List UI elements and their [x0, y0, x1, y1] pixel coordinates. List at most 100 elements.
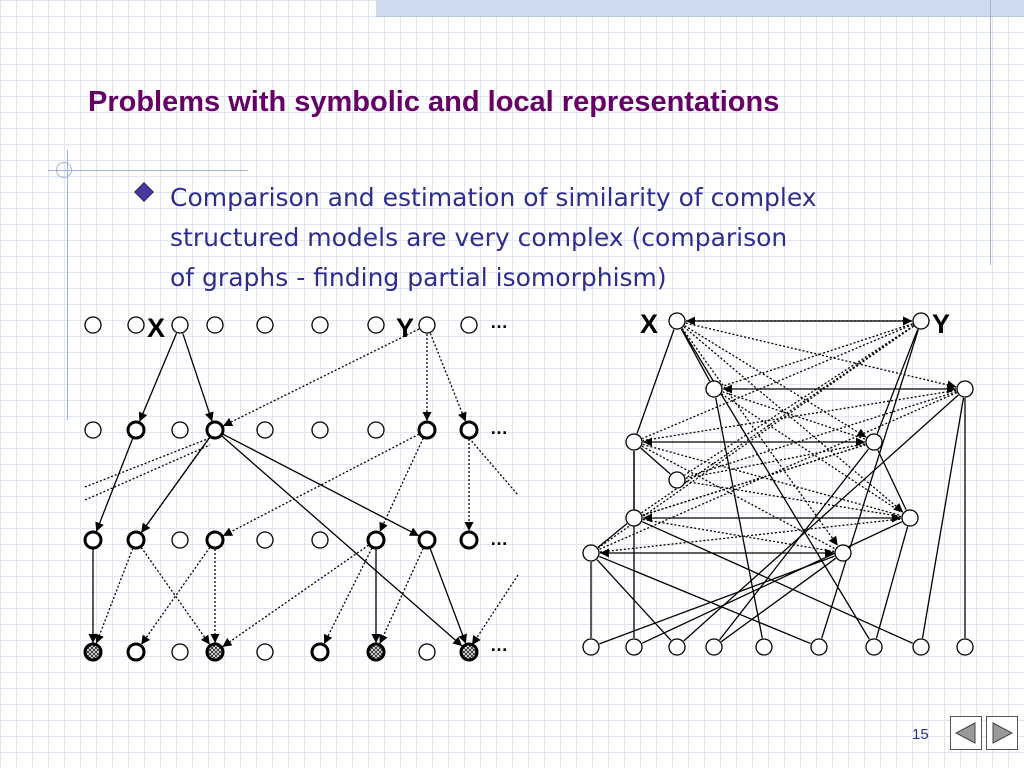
left-node	[171, 421, 189, 439]
left-node	[256, 421, 274, 439]
graph-edge	[599, 518, 902, 553]
right-graph-edges	[590, 316, 966, 645]
right-node	[668, 471, 686, 489]
graph-edge	[379, 437, 424, 533]
graph-edge	[641, 521, 914, 644]
graph-edge	[140, 436, 211, 534]
previous-slide-button[interactable]	[950, 716, 982, 750]
graph-edge	[429, 548, 467, 644]
left-node	[83, 530, 103, 550]
graph-edge	[641, 445, 836, 550]
bullet-text: Comparison and estimation of similarity …	[170, 183, 817, 292]
graph-edge	[471, 574, 519, 646]
left-network-nodes	[83, 316, 479, 662]
right-node	[865, 433, 883, 451]
left-node	[460, 316, 478, 334]
right-node	[755, 638, 773, 656]
left-node	[418, 643, 436, 661]
graph-edge	[719, 448, 869, 641]
ellipsis-row-4: …	[490, 635, 508, 655]
left-node	[171, 531, 189, 549]
left-node	[366, 530, 386, 550]
left-node	[127, 316, 145, 334]
left-node	[205, 642, 225, 662]
left-node	[256, 316, 274, 334]
page-number: 15	[912, 726, 929, 743]
graph-edge	[222, 433, 420, 537]
ellipsis-row-1: …	[490, 312, 508, 332]
decorative-line	[67, 150, 68, 420]
graph-edge	[636, 329, 675, 434]
graph-edge	[323, 547, 373, 645]
right-node	[625, 638, 643, 656]
graph-edge	[642, 443, 902, 517]
graph-edge	[680, 328, 711, 382]
left-node	[205, 420, 225, 440]
left-node	[126, 530, 146, 550]
graph-edge	[642, 323, 913, 440]
left-node	[366, 642, 386, 662]
ellipsis-row-3: …	[490, 529, 508, 549]
graph-edge	[642, 518, 835, 553]
left-y-label: Y	[396, 313, 414, 343]
right-graph-nodes	[582, 312, 974, 656]
left-node	[84, 316, 102, 334]
left-node	[171, 643, 189, 661]
left-node	[311, 421, 329, 439]
right-node	[705, 638, 723, 656]
left-node	[256, 643, 274, 661]
left-node	[126, 642, 146, 662]
graph-edge	[222, 544, 369, 648]
graph-edge	[921, 397, 965, 639]
left-node	[367, 421, 385, 439]
left-node	[311, 531, 329, 549]
right-node	[625, 433, 643, 451]
graph-edge	[429, 333, 467, 422]
graph-edge	[685, 322, 957, 390]
graph-edge	[597, 325, 915, 549]
graph-edge	[222, 328, 420, 427]
graph-edge	[641, 521, 903, 644]
graph-edge	[720, 557, 837, 643]
right-node	[582, 638, 600, 656]
left-node	[205, 530, 225, 550]
right-node	[625, 509, 643, 527]
left-node	[417, 530, 437, 550]
right-y-label: Y	[932, 309, 950, 339]
graph-edge	[684, 325, 914, 476]
left-node	[256, 531, 274, 549]
left-network-edges	[84, 328, 519, 648]
right-node	[834, 544, 852, 562]
left-node	[367, 316, 385, 334]
right-node	[668, 312, 686, 330]
left-node	[417, 420, 437, 440]
graph-edge	[221, 435, 463, 647]
graph-edge	[821, 329, 919, 639]
right-node	[705, 380, 723, 398]
triangle-left-icon	[954, 722, 976, 744]
next-slide-button[interactable]	[986, 716, 1018, 750]
left-node	[311, 316, 329, 334]
left-node	[418, 316, 436, 334]
left-node	[126, 420, 146, 440]
right-node	[956, 380, 974, 398]
decorative-ring	[56, 162, 72, 178]
right-node	[912, 638, 930, 656]
left-node	[459, 642, 479, 662]
left-node	[206, 316, 224, 334]
top-decoration-band	[376, 0, 1024, 17]
left-node	[459, 420, 479, 440]
left-node	[84, 421, 102, 439]
graph-edge	[182, 333, 214, 422]
right-x-label: X	[640, 309, 658, 339]
right-node	[912, 312, 930, 330]
graph-edge	[379, 547, 424, 645]
triangle-right-icon	[992, 722, 1014, 744]
slide-title: Problems with symbolic and local represe…	[88, 86, 780, 118]
graph-edge	[84, 444, 211, 501]
graph-edge	[468, 437, 519, 496]
graph-edge	[684, 325, 867, 438]
left-node	[83, 642, 103, 662]
graph-edge	[681, 327, 839, 547]
